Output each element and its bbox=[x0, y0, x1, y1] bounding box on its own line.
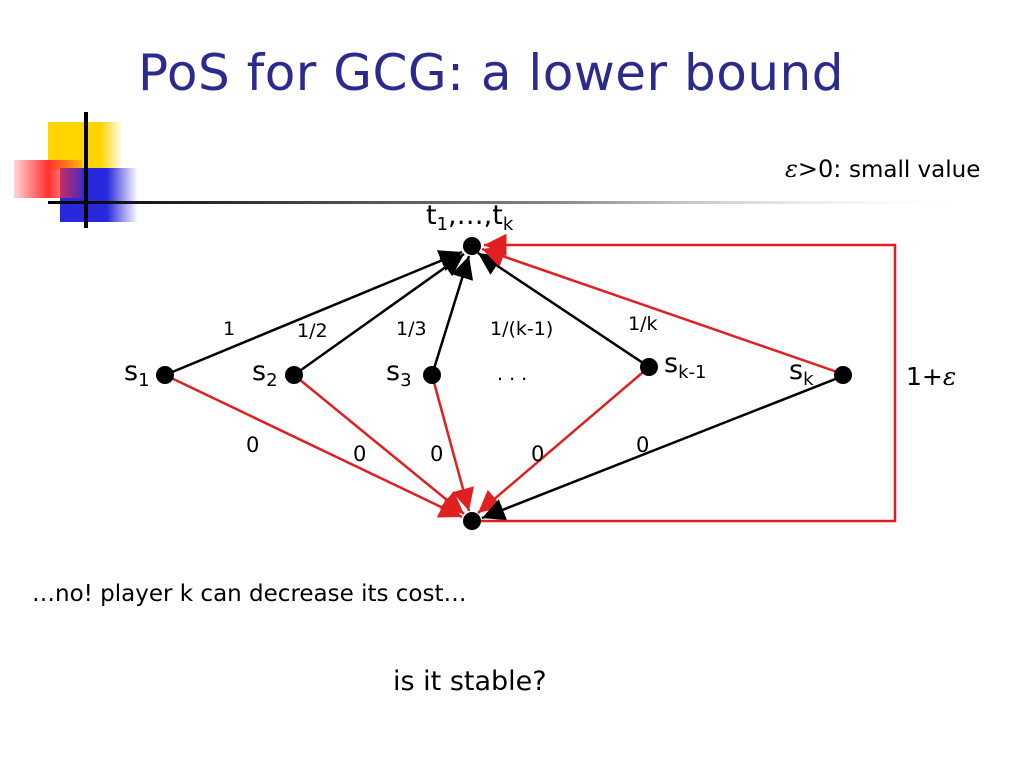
node-sk1 bbox=[640, 358, 658, 376]
epsilon-symbol: ε bbox=[785, 155, 798, 183]
edge-s2-bottom bbox=[293, 374, 465, 515]
edge-loop-bottom-top bbox=[474, 233, 897, 523]
node-top bbox=[463, 237, 481, 255]
label-s2: s2 bbox=[252, 356, 278, 391]
edge-s3-bottom bbox=[430, 374, 474, 512]
edge-s1-bottom bbox=[164, 373, 463, 519]
label-sk: sk bbox=[789, 355, 814, 390]
edge-s3-top bbox=[430, 255, 474, 376]
node-bottom bbox=[463, 512, 481, 530]
label-s1: s1 bbox=[124, 356, 150, 391]
weight-sk-bottom: 0 bbox=[636, 433, 649, 457]
edge-sk-bottom bbox=[481, 374, 844, 521]
epsilon-condition: >0: bbox=[797, 155, 849, 183]
weight-s2-bottom: 0 bbox=[353, 442, 366, 466]
weight-s1-top: 1 bbox=[223, 318, 235, 340]
caption-player-k: …no! player k can decrease its cost… bbox=[32, 581, 467, 607]
weight-s1-bottom: 0 bbox=[246, 433, 259, 457]
caption-stable-question: is it stable? bbox=[393, 666, 547, 697]
deco-horizontal-line bbox=[48, 201, 978, 204]
edge-sk-top bbox=[481, 245, 844, 376]
weight-s3-top: 1/3 bbox=[396, 318, 427, 340]
label-s3: s3 bbox=[386, 356, 412, 391]
slide-title: PoS for GCG: a lower bound bbox=[138, 44, 844, 102]
node-sk bbox=[834, 366, 852, 384]
deco-vertical-bar bbox=[84, 112, 88, 228]
corner-decoration bbox=[14, 112, 978, 228]
weight-sk1-top: 1/(k-1) bbox=[490, 318, 553, 340]
label-sk1: sk-1 bbox=[664, 348, 706, 383]
node-s3 bbox=[423, 366, 441, 384]
edge-sk1-bottom bbox=[477, 366, 650, 514]
edge-s1-top bbox=[164, 250, 463, 377]
dots-label: . . . bbox=[497, 363, 527, 385]
weight-s3-bottom: 0 bbox=[430, 442, 443, 466]
node-s2 bbox=[285, 366, 303, 384]
weight-sk-top: 1/k bbox=[628, 313, 658, 335]
weight-sk1-bottom: 0 bbox=[531, 442, 544, 466]
edge-sk1-top bbox=[477, 251, 650, 369]
label-top-node: t1,…,tk bbox=[426, 200, 514, 235]
node-s1 bbox=[156, 366, 174, 384]
deco-red-square bbox=[14, 160, 82, 198]
weight-s2-top: 1/2 bbox=[297, 320, 328, 342]
epsilon-note: ε>0: small value bbox=[785, 155, 980, 183]
epsilon-note-text: small value bbox=[848, 157, 981, 183]
weight-loop: 1+ε bbox=[906, 362, 956, 391]
edge-s2-top bbox=[293, 252, 465, 377]
